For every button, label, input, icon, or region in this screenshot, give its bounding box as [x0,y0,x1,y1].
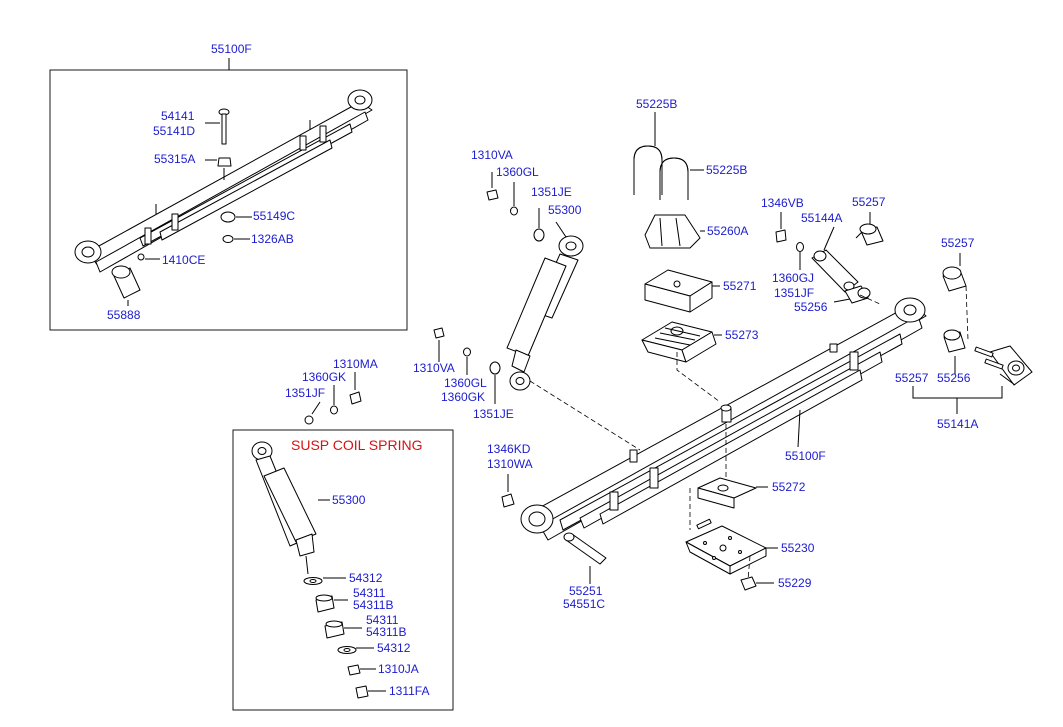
bushing-55256-upper [833,285,871,304]
nut-1310JA [347,664,376,676]
inset-shock-absorber-55300 [251,441,330,575]
label-1351JE-upper: 1351JE [531,185,572,199]
washer-54312-upper [303,577,346,585]
label-55257-lower: 55257 [895,371,929,385]
shackle-55144A [811,226,859,293]
label-55888: 55888 [107,308,141,322]
label-55272: 55272 [772,480,806,494]
washer-1351JE-upper [533,208,545,242]
label-1310JA: 1310JA [378,662,419,676]
shackle-assembly-55141A [974,345,1033,386]
bracket-55271 [644,269,720,313]
label-55149C: 55149C [253,209,296,223]
label-55273: 55273 [725,328,759,342]
bracket-55141A-group [912,386,1003,399]
label-55251: 55251 [569,584,603,598]
label-54312-lower: 54312 [377,641,411,655]
bolt-54141 [205,108,230,145]
washer-1360GL-lower [463,347,471,375]
u-bolt-55225B-b [659,157,704,200]
inset-title-susp-coil-spring: SUSP COIL SPRING [291,437,423,453]
bushing-54311-lower [324,620,362,639]
label-1311FA: 1311FA [389,684,430,698]
nut-1310MA-inset [349,372,362,405]
label-1310VA-upper: 1310VA [471,148,513,162]
bushing-55888 [111,265,141,306]
nut-1310VA-upper [486,172,499,201]
label-1360GL-lower: 1360GL [444,376,487,390]
bushing-55149C [220,211,252,223]
label-55256-right: 55256 [937,371,971,385]
label-54311-lower: 54311 [366,613,399,627]
label-55300-main: 55300 [548,203,582,217]
washer-1351JE-lower [489,361,501,404]
label-1326AB: 1326AB [251,232,294,246]
label-55141D: 55141D [153,124,196,138]
label-1360GL-upper: 1360GL [496,165,539,179]
bumper-55260A [644,214,705,249]
label-1410CE: 1410CE [162,253,206,267]
label-1346VB: 1346VB [761,196,804,210]
pad-55273 [641,321,722,363]
label-55257-upper: 55257 [852,195,886,209]
label-55144A: 55144A [801,211,843,225]
bushing-54311-upper [315,594,348,613]
label-1360GK-lower: 1360GK [441,390,486,404]
bushing-55257-right [942,253,969,341]
nut-1346VB [775,212,787,243]
label-54311B-upper: 54311B [353,598,394,612]
label-1360GK-inset: 1360GK [302,370,347,384]
shock-absorber-55300-main [506,221,584,391]
label-55141A: 55141A [937,417,979,431]
bolt-55251 [563,532,607,584]
label-54312-upper: 54312 [349,571,383,585]
bushing-55256-right [943,329,966,374]
nut-1310VA-lower [433,327,445,362]
label-54311-upper: 54311 [353,586,386,600]
label-54311B-lower: 54311B [366,625,407,639]
label-55225B-b: 55225B [706,163,748,177]
label-55225B-a: 55225B [636,97,678,111]
washer-1351JF-inset [304,401,321,425]
nut-55315A [205,157,232,180]
label-1351JF-inset: 1351JF [285,386,326,400]
label-1351JE-lower: 1351JE [473,407,514,421]
label-55229: 55229 [778,576,812,590]
label-55100F-top: 55100F [211,42,252,56]
u-bolt-55225B-a [633,112,663,195]
label-54141: 54141 [161,109,195,123]
washer-1360GL-upper [510,182,518,216]
label-1360GJ: 1360GJ [772,271,815,285]
washer-1360GK-inset [330,385,338,415]
nut-1326AB [222,235,250,243]
nut-1311FA [355,685,386,699]
label-1310VA-lower: 1310VA [413,361,455,375]
label-55100F-main: 55100F [785,449,826,463]
label-55271: 55271 [723,279,757,293]
label-55256-upper: 55256 [794,300,828,314]
washer-1360GJ [796,242,804,270]
label-55260A: 55260A [707,224,749,238]
label-55230: 55230 [781,541,815,555]
nut-55229 [740,576,774,591]
bushing-55257-upper [855,212,884,246]
label-55300-inset: 55300 [332,493,366,507]
label-55315A: 55315A [154,152,196,166]
plate-55230 [685,518,778,575]
label-1346KD: 1346KD [487,442,531,456]
label-54551C: 54551C [563,597,606,611]
label-1351JF: 1351JF [774,286,815,300]
fitting-1410CE [137,253,160,261]
label-1310MA: 1310MA [333,357,378,371]
bracket-55272 [697,477,768,509]
washer-54312-lower [337,646,374,654]
label-55257-right: 55257 [941,236,975,250]
nut-1346KD [501,474,515,508]
inset-box-shock [232,429,454,711]
main-leaf-spring [520,297,927,541]
inset-leaf-spring [74,89,373,273]
label-1310WA: 1310WA [487,457,533,471]
